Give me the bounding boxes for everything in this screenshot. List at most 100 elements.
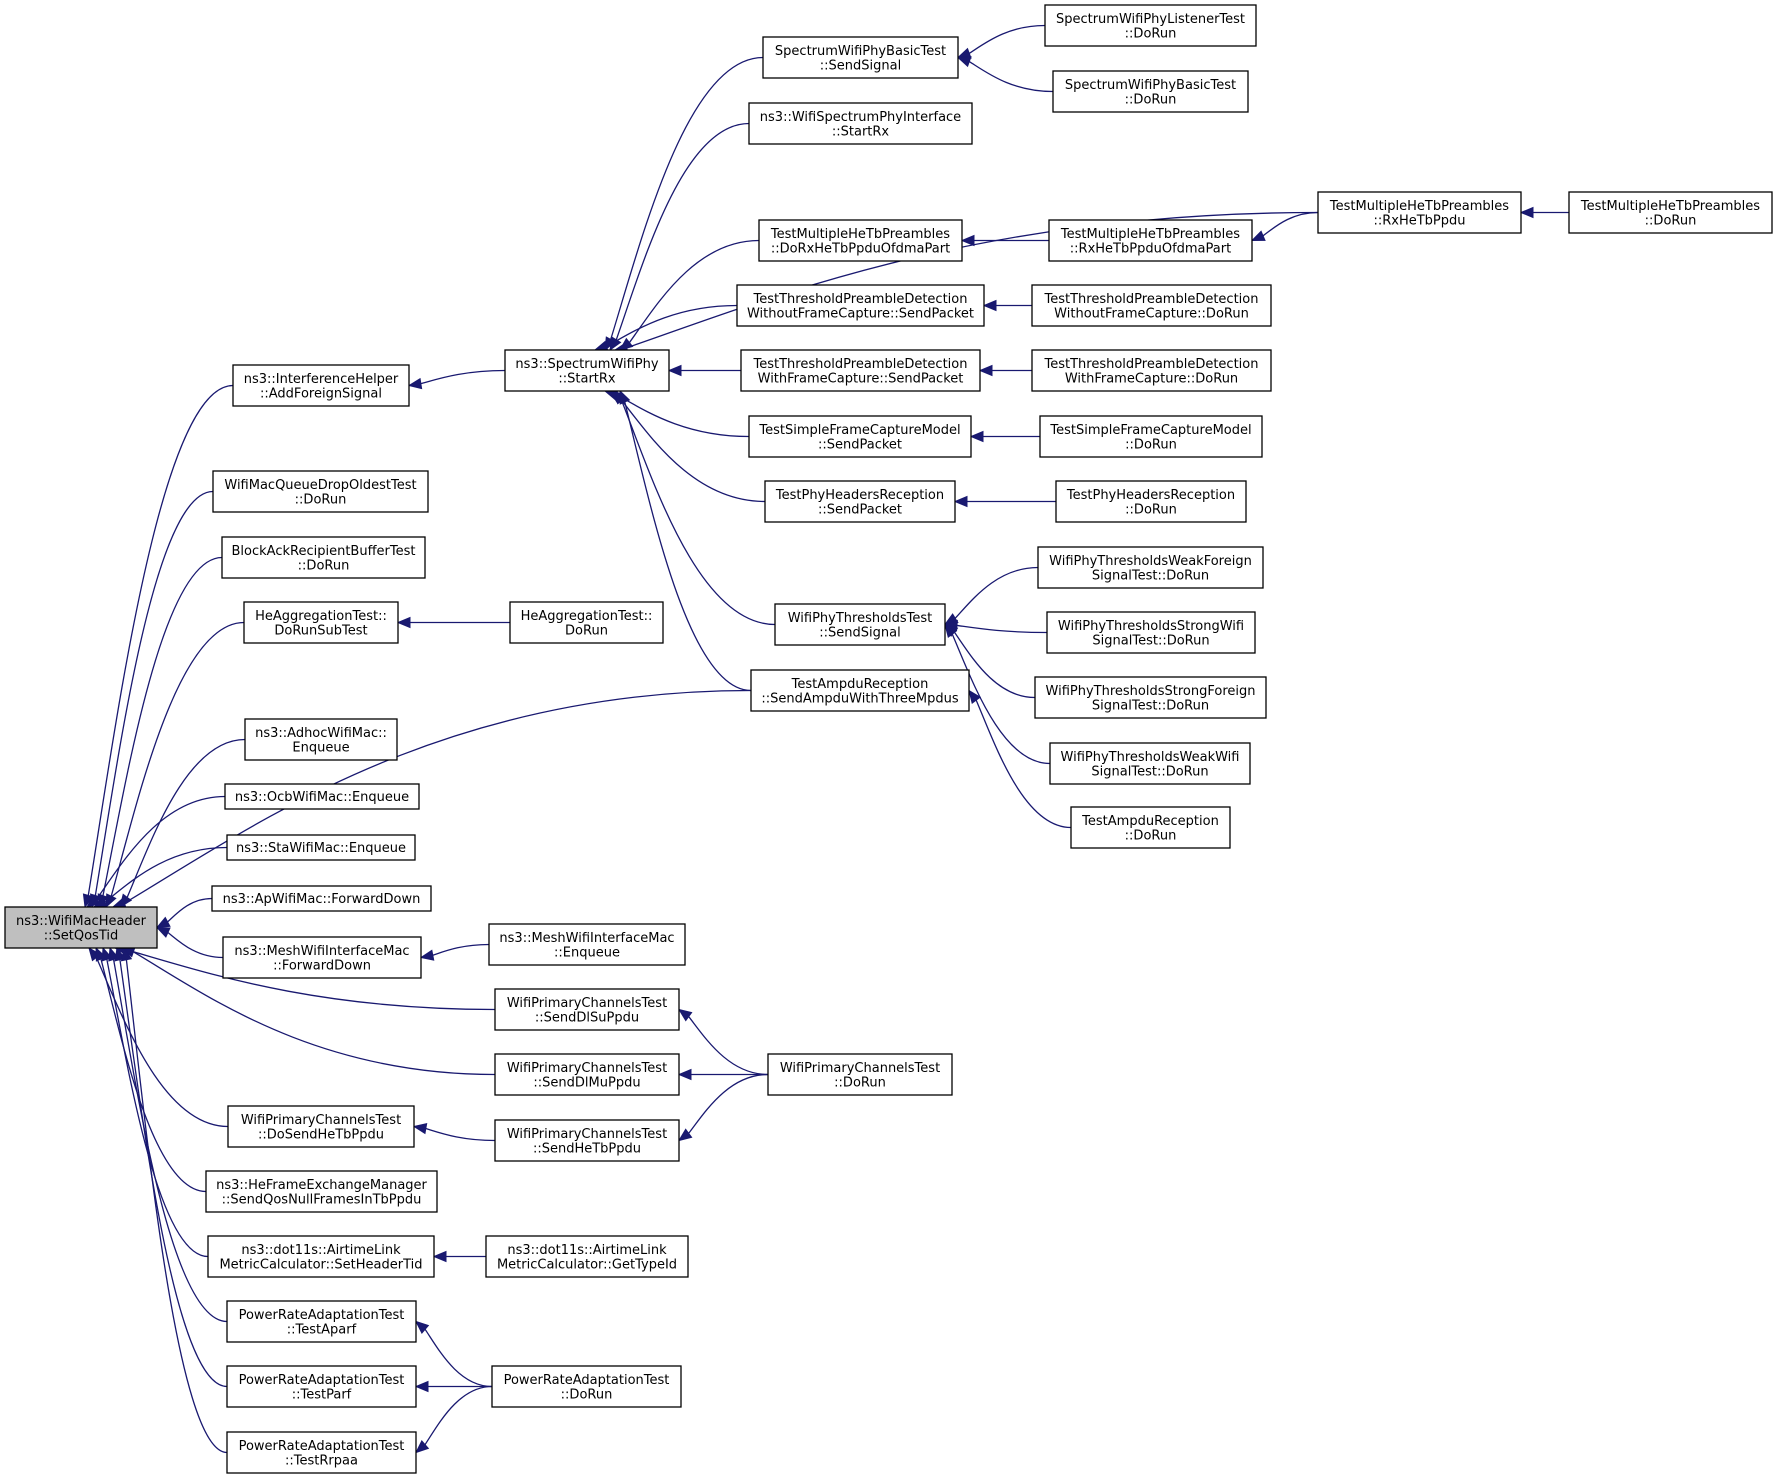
- node-label-line: ::DoRun: [1125, 502, 1177, 517]
- node-box: [226, 1365, 417, 1408]
- node-label-line: ::DoRun: [295, 492, 347, 507]
- edge-line: [688, 1016, 769, 1076]
- node-ns3-stawifimac-enqueue[interactable]: ns3::StaWifiMac::Enqueue: [226, 834, 416, 861]
- node-wifimacqueuedropoldesttest-dorun[interactable]: WifiMacQueueDropOldestTest::DoRun: [212, 470, 429, 513]
- edge-line: [951, 633, 1051, 765]
- node-testmultiplehetbpreambles-rxhetbppdu[interactable]: TestMultipleHeTbPreambles::RxHeTbPpdu: [1317, 191, 1522, 234]
- node-testthresholdpreambledetection-withoutframecapture-dorun[interactable]: TestThresholdPreambleDetectionWithoutFra…: [1031, 284, 1272, 327]
- node-testmultiplehetbpreambles-rxhetbppduofdmapart[interactable]: TestMultipleHeTbPreambles::RxHeTbPpduOfd…: [1048, 219, 1253, 262]
- node-wifiprimarychannelstest-senddlsuppdu[interactable]: WifiPrimaryChannelsTest::SendDlSuPpdu: [494, 988, 680, 1031]
- node-testampdureception-sendampduwiththreempdus[interactable]: TestAmpduReception::SendAmpduWithThreeMp…: [750, 669, 970, 712]
- node-box: [1039, 415, 1263, 458]
- node-wifiphythresholdstest-sendsignal[interactable]: WifiPhyThresholdsTest::SendSignal: [774, 603, 946, 646]
- edge-n_ap-to-root: [155, 897, 213, 929]
- node-label-line: PowerRateAdaptationTest: [239, 1308, 405, 1323]
- node-label-line: ::SendPacket: [818, 502, 902, 517]
- node-label-line: MetricCalculator::SetHeaderTid: [219, 1257, 422, 1272]
- arrowhead: [419, 949, 435, 961]
- edge-line: [106, 959, 209, 1258]
- node-powerrateadaptationtest-testaparf[interactable]: PowerRateAdaptationTest::TestAparf: [226, 1300, 417, 1343]
- node-blockackrecipientbuffertest-dorun[interactable]: BlockAckRecipientBufferTest::DoRun: [221, 536, 426, 579]
- node-wifiprimarychannelstest-dosendhetbppdu[interactable]: WifiPrimaryChannelsTest::DoSendHeTbPpdu: [227, 1105, 415, 1148]
- node-ns3-adhocwifimac-enqueue[interactable]: ns3::AdhocWifiMac::Enqueue: [244, 718, 398, 761]
- edge-n_tmhrun-to-n_tmhrx: [1519, 206, 1570, 219]
- node-testmultiplehetbpreambles-dorun[interactable]: TestMultipleHeTbPreambles::DoRun: [1568, 191, 1773, 234]
- edge-line: [619, 397, 766, 503]
- edge-n_ttpdwrun-to-n_ttpdw: [978, 364, 1032, 377]
- node-box: [774, 603, 946, 646]
- node-box: [221, 536, 426, 579]
- edge-line: [94, 490, 214, 896]
- node-spectrumwifiphybasictest-sendsignal[interactable]: SpectrumWifiPhyBasicTest::SendSignal: [762, 36, 959, 79]
- node-testsimpleframecapturemodel-sendpacket[interactable]: TestSimpleFrameCaptureModel::SendPacket: [748, 415, 972, 458]
- node-testthresholdpreambledetection-withframecapture-dorun[interactable]: TestThresholdPreambleDetectionWithFrameC…: [1031, 349, 1272, 392]
- node-testphyheadersreception-dorun[interactable]: TestPhyHeadersReception::DoRun: [1055, 480, 1247, 523]
- node-ns3-interferencehelper-addforeignsignal[interactable]: ns3::InterferenceHelper::AddForeignSigna…: [232, 364, 410, 407]
- node-wifiphythresholdsweakwifi-signaltest-dorun[interactable]: WifiPhyThresholdsWeakWifiSignalTest::DoR…: [1049, 742, 1251, 785]
- node-label-line: TestSimpleFrameCaptureModel: [758, 423, 960, 438]
- node-label-line: TestThresholdPreambleDetection: [753, 357, 968, 372]
- node-powerrateadaptationtest-dorun[interactable]: PowerRateAdaptationTest::DoRun: [491, 1365, 682, 1408]
- node-box: [494, 988, 680, 1031]
- node-label-line: TestThresholdPreambleDetection: [1044, 292, 1259, 307]
- edge-n_prrpaa-to-root: [120, 946, 228, 1454]
- node-ns3-spectrumwifiphy-startrx[interactable]: ns3::SpectrumWifiPhy::StartRx: [504, 349, 670, 392]
- node-testphyheadersreception-sendpacket[interactable]: TestPhyHeadersReception::SendPacket: [764, 480, 956, 523]
- node-label-line: PowerRateAdaptationTest: [504, 1373, 670, 1388]
- node-wifiprimarychannelstest-sendhetbppdu[interactable]: WifiPrimaryChannelsTest::SendHeTbPpdu: [494, 1119, 680, 1162]
- node-testmultiplehetbpreambles-dorxhetbppduofdmapart[interactable]: TestMultipleHeTbPreambles::DoRxHeTbPpduO…: [758, 219, 963, 262]
- node-ns3-wifispectrumphyinterface-startrx[interactable]: ns3::WifiSpectrumPhyInterface::StartRx: [748, 102, 973, 145]
- node-wifiprimarychannelstest-senddlmuppdu[interactable]: WifiPrimaryChannelsTest::SendDlMuPpdu: [494, 1053, 680, 1096]
- node-wifiphythresholdsstrongwifi-signaltest-dorun[interactable]: WifiPhyThresholdsStrongWifiSignalTest::D…: [1046, 611, 1256, 654]
- node-wifiprimarychannelstest-dorun[interactable]: WifiPrimaryChannelsTest::DoRun: [767, 1053, 953, 1096]
- node-label-line: ::DoRun: [1125, 828, 1177, 843]
- node-label-line: ns3::dot11s::AirtimeLink: [241, 1243, 401, 1258]
- edge-line: [616, 394, 750, 438]
- node-label-line: TestPhyHeadersReception: [1066, 488, 1235, 503]
- node-ns3-meshwifiinterfacemac-forwarddown[interactable]: ns3::MeshWifiInterfaceMac::ForwardDown: [222, 936, 422, 979]
- node-heaggregationtest-dorun[interactable]: HeAggregationTest::DoRun: [509, 601, 664, 644]
- node-ns3-dot11s-airtimelink-metriccalculator-setheadertid[interactable]: ns3::dot11s::AirtimeLinkMetricCalculator…: [207, 1235, 435, 1278]
- edge-n_wpcrun-to-n_wpcmu: [677, 1068, 769, 1081]
- node-ns3-meshwifiinterfacemac-enqueue[interactable]: ns3::MeshWifiInterfaceMac::Enqueue: [488, 923, 686, 966]
- node-wifiphythresholdsstrongforeign-signaltest-dorun[interactable]: WifiPhyThresholdsStrongForeignSignalTest…: [1034, 676, 1267, 719]
- node-box: [227, 1105, 415, 1148]
- edge-line: [610, 56, 764, 340]
- node-powerrateadaptationtest-testparf[interactable]: PowerRateAdaptationTest::TestParf: [226, 1365, 417, 1408]
- arrowhead: [677, 1008, 693, 1022]
- node-box: [767, 1053, 953, 1096]
- node-label-line: TestMultipleHeTbPreambles: [770, 227, 950, 242]
- edge-line: [953, 631, 1036, 699]
- node-ns3-apwifimac-forwarddown[interactable]: ns3::ApWifiMac::ForwardDown: [211, 885, 432, 912]
- edge-n_swltrun-to-n_swbss: [956, 24, 1046, 59]
- node-box: [1034, 676, 1267, 719]
- node-ns3-dot11s-airtimelink-metriccalculator-gettypeid[interactable]: ns3::dot11s::AirtimeLinkMetricCalculator…: [485, 1235, 689, 1278]
- node-spectrumwifiphybasictest-dorun[interactable]: SpectrumWifiPhyBasicTest::DoRun: [1052, 70, 1249, 113]
- node-testthresholdpreambledetection-withframecapture-sendpacket[interactable]: TestThresholdPreambleDetectionWithFrameC…: [740, 349, 981, 392]
- node-box: [740, 349, 981, 392]
- arrowhead: [1250, 230, 1266, 242]
- node-label-line: SignalTest::DoRun: [1092, 698, 1209, 713]
- node-label-line: ::SendDlSuPpdu: [535, 1010, 639, 1025]
- edge-line: [125, 959, 228, 1454]
- edge-n_dot11get-to-n_dot11set: [432, 1250, 486, 1263]
- edge-n_prrun-to-n_prparf: [414, 1380, 493, 1393]
- node-ns3-wifimacheader-setqostid[interactable]: ns3::WifiMacHeader::SetQosTid: [4, 906, 158, 949]
- node-label-line: Enqueue: [292, 740, 349, 755]
- node-box: [1049, 742, 1251, 785]
- node-ns3-heframeexchangemanager-sendqosnullframesintbppdu[interactable]: ns3::HeFrameExchangeManager::SendQosNull…: [205, 1170, 438, 1213]
- node-ns3-ocbwifimac-enqueue[interactable]: ns3::OcbWifiMac::Enqueue: [224, 783, 420, 810]
- node-testampdureception-dorun[interactable]: TestAmpduReception::DoRun: [1070, 806, 1231, 849]
- node-label-line: ::TestAparf: [287, 1322, 357, 1337]
- node-label-line: WithoutFrameCapture::SendPacket: [747, 306, 974, 321]
- edge-n_ocb-to-root: [85, 795, 226, 908]
- node-spectrumwifiphylistenertest-dorun[interactable]: SpectrumWifiPhyListenerTest::DoRun: [1044, 4, 1257, 47]
- node-testsimpleframecapturemodel-dorun[interactable]: TestSimpleFrameCaptureModel::DoRun: [1039, 415, 1263, 458]
- edge-n_swbtrun-to-n_swbss: [956, 56, 1054, 93]
- node-wifiphythresholdsweakforeign-signaltest-dorun[interactable]: WifiPhyThresholdsWeakForeignSignalTest::…: [1037, 546, 1264, 589]
- arrowhead: [415, 1320, 430, 1334]
- node-powerrateadaptationtest-testrrpaa[interactable]: PowerRateAdaptationTest::TestRrpaa: [226, 1431, 417, 1474]
- node-box: [504, 349, 670, 392]
- node-heaggregationtest-dorunsubtest[interactable]: HeAggregationTest::DoRunSubTest: [243, 601, 399, 644]
- node-testthresholdpreambledetection-withoutframecapture-sendpacket[interactable]: TestThresholdPreambleDetectionWithoutFra…: [736, 284, 985, 327]
